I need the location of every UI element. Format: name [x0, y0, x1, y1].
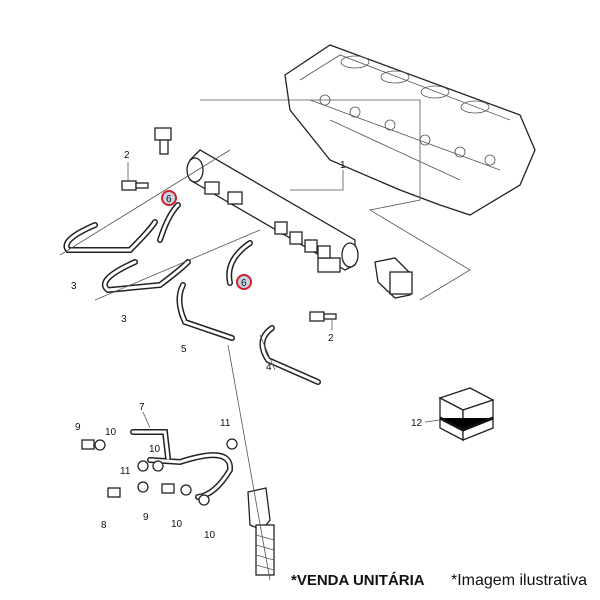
sale-note: *VENDA UNITÁRIA	[291, 572, 425, 589]
highlight-ring	[161, 190, 177, 206]
high-pressure-pipes	[63, 202, 321, 500]
image-note: *Imagem ilustrativa	[451, 572, 588, 589]
callout-4: 4	[266, 362, 272, 373]
leader-lines	[59, 99, 471, 581]
callout-6-highlighted[interactable]: 6	[241, 278, 247, 289]
callout-11: 11	[120, 466, 131, 477]
callout-9: 9	[143, 512, 149, 523]
kit-box	[438, 387, 495, 442]
callout-11: 11	[220, 418, 231, 429]
highlight-ring	[236, 274, 252, 290]
callout-3: 3	[71, 281, 77, 292]
callout-8: 8	[101, 520, 107, 531]
callout-12: 12	[411, 418, 423, 429]
callout-3: 3	[121, 314, 127, 325]
callout-2: 2	[124, 150, 130, 161]
bolts	[121, 180, 337, 322]
callout-10: 10	[171, 519, 183, 530]
callout-1: 1	[340, 160, 346, 171]
callout-10: 10	[204, 530, 216, 541]
pressure-sensor	[374, 257, 413, 299]
callout-6-highlighted[interactable]: 6	[166, 194, 172, 205]
callout-9: 9	[75, 422, 81, 433]
cylinder-head	[284, 44, 536, 216]
callout-5: 5	[181, 344, 187, 355]
lower-fasteners	[81, 438, 238, 506]
callout-7: 7	[139, 402, 145, 413]
plug	[154, 127, 172, 155]
callout-2: 2	[328, 333, 334, 344]
fuel-rail	[186, 149, 359, 273]
callout-10: 10	[149, 444, 161, 455]
callout-10: 10	[105, 427, 117, 438]
callouts: 2 1 6 6 3 3 5 2 4 7 9 10 10 11 11 12 8 9…	[71, 150, 423, 541]
